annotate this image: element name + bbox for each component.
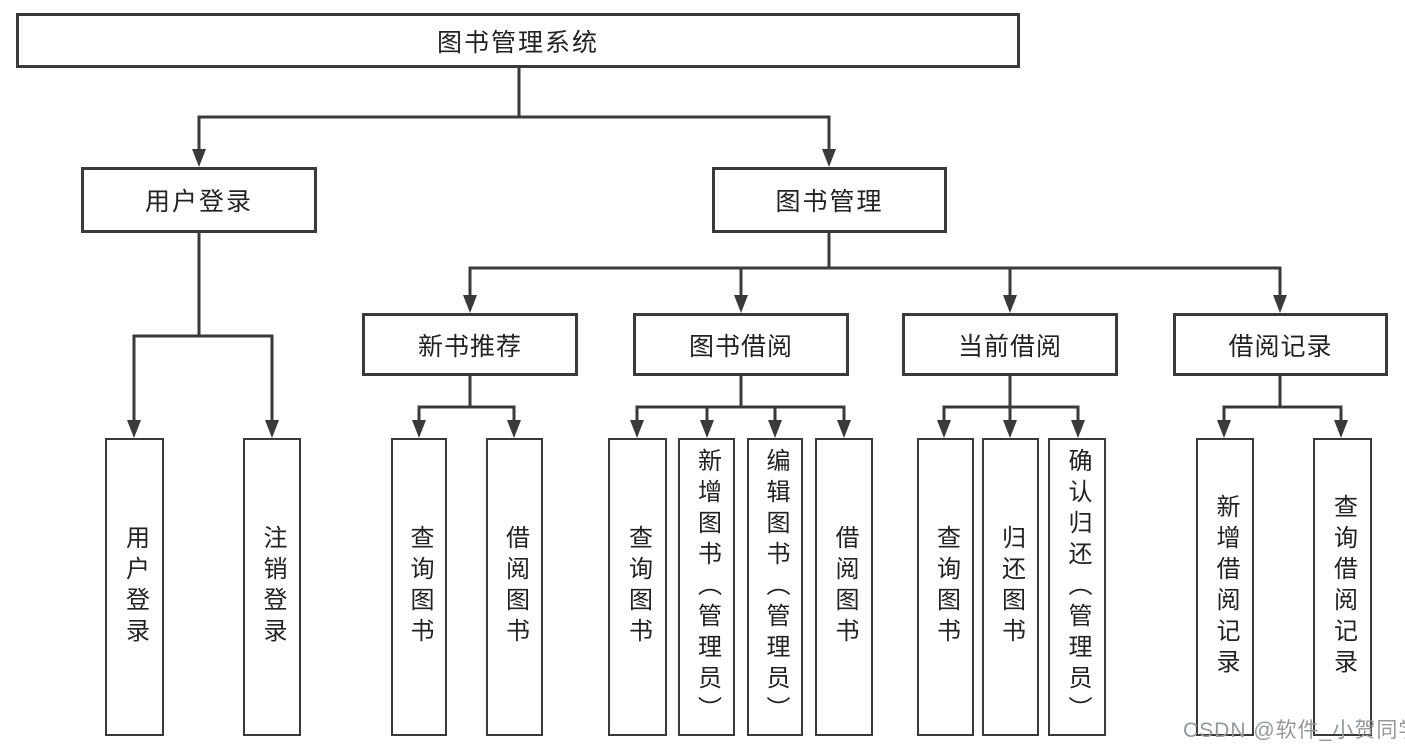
leaf-recommend-query-books-label: 查询图书 [406,525,433,649]
node-current-borrowing-label: 当前借阅 [957,332,1062,361]
leaf-query-borrow-record: 查询借阅记录 [1313,438,1372,736]
leaf-add-books-admin-label: 新增图书（管理员） [693,447,721,727]
leaf-add-borrow-record: 新增借阅记录 [1196,438,1254,736]
leaf-recommend-borrow-books-label: 借阅图书 [501,525,529,649]
leaf-confirm-return-admin-label: 确认归还（管理员） [1064,447,1091,727]
node-library-system-label: 图书管理系统 [436,28,599,57]
node-new-book-recommend: 新书推荐 [362,313,578,376]
node-user-login-label: 用户登录 [144,188,253,216]
node-new-book-recommend-label: 新书推荐 [417,332,522,361]
leaf-return-books: 归还图书 [982,438,1039,736]
leaf-recommend-borrow-books: 借阅图书 [486,438,543,736]
leaf-current-query-books-label: 查询图书 [932,525,960,649]
leaf-borrowing-query-books-label: 查询图书 [624,525,652,649]
node-book-management-label: 图书管理 [775,188,884,216]
leaf-logout-label: 注销登录 [259,525,286,649]
leaf-current-query-books: 查询图书 [917,438,974,736]
node-borrowing-records: 借阅记录 [1173,313,1388,376]
leaf-confirm-return-admin: 确认归还（管理员） [1048,438,1106,736]
node-library-system: 图书管理系统 [16,13,1020,68]
node-book-management: 图书管理 [712,167,947,233]
node-current-borrowing: 当前借阅 [902,313,1118,376]
node-book-borrowing-label: 图书借阅 [688,332,793,361]
leaf-borrowing-borrow-books-label: 借阅图书 [831,525,858,649]
leaf-logout: 注销登录 [243,438,301,736]
leaf-recommend-query-books: 查询图书 [391,438,447,736]
leaf-borrowing-query-books: 查询图书 [608,438,667,736]
leaf-return-books-label: 归还图书 [997,525,1025,649]
csdn-watermark: CSDN @软件_小贺同学 [1183,719,1405,742]
leaf-user-login-label: 用户登录 [121,525,149,649]
leaf-borrowing-borrow-books: 借阅图书 [815,438,873,736]
node-book-borrowing: 图书借阅 [633,313,849,376]
leaf-query-borrow-record-label: 查询借阅记录 [1329,494,1357,680]
leaf-add-books-admin: 新增图书（管理员） [678,438,735,736]
leaf-user-login: 用户登录 [105,438,164,736]
node-borrowing-records-label: 借阅记录 [1228,332,1333,361]
leaf-edit-books-admin-label: 编辑图书（管理员） [762,447,789,727]
node-user-login: 用户登录 [81,167,317,233]
leaf-edit-books-admin: 编辑图书（管理员） [747,438,803,736]
leaf-add-borrow-record-label: 新增借阅记录 [1212,494,1239,680]
